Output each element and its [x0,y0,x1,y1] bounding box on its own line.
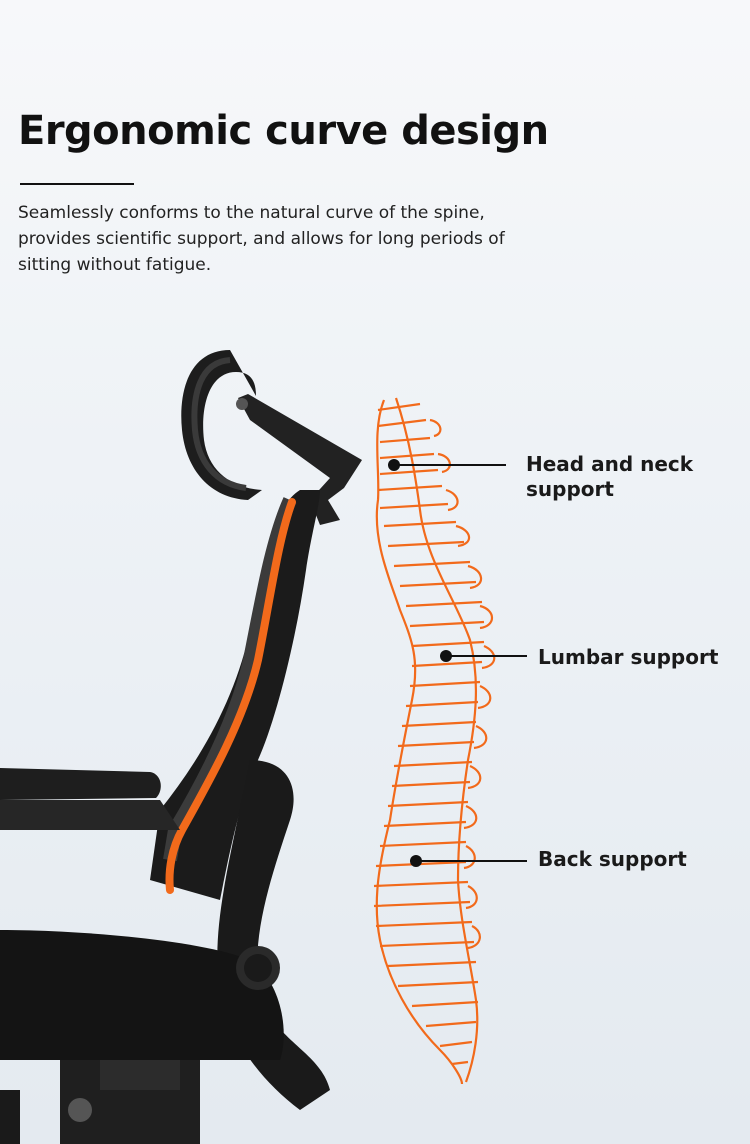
chair-seat [0,930,284,1060]
callout-dot-back [410,855,422,867]
callout-back [410,855,527,867]
chair-armrest [0,768,161,800]
description-text: Seamlessly conforms to the natural curve… [18,203,505,275]
page-title: Ergonomic curve design [18,108,549,154]
chair-headrest-bracket [238,394,362,525]
spine-curve-highlight [165,498,296,894]
chair-image [0,350,362,1144]
label-head-neck-support: Head and neck support [526,452,694,501]
vertebrae [373,402,496,1066]
callout-dot-head [388,459,400,471]
label-back-support: Back support [538,847,687,871]
spine-illustration [373,397,496,1085]
callout-head-neck [388,459,506,471]
label-lumbar-support: Lumbar support [538,645,719,669]
callout-lumbar [440,650,527,662]
callout-dot-lumbar [440,650,452,662]
title-divider [20,183,134,185]
